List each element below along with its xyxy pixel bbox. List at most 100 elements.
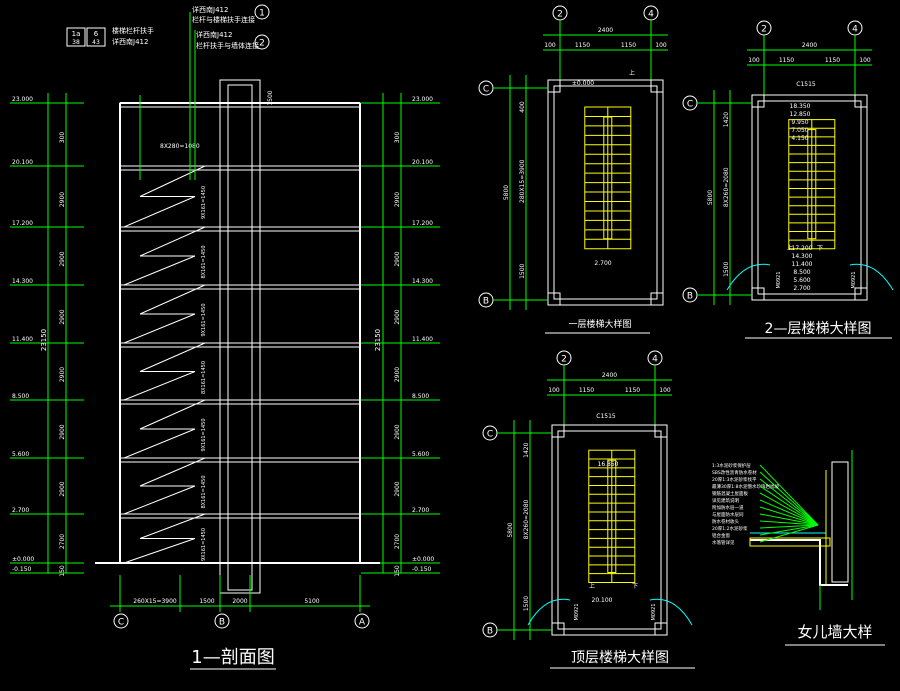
plan2-outer-wall: [751, 94, 868, 301]
plan1-dim: 100: [544, 42, 556, 49]
flight-label: 8X161=1450: [201, 475, 207, 508]
bottom-dim: 2000: [232, 598, 247, 605]
dim-left: 2900: [59, 251, 66, 266]
floor-slab: [119, 399, 361, 405]
plan2-title: 2—层楼梯大样图: [765, 321, 872, 337]
parapet-note: 详见建筑说明: [712, 497, 739, 504]
dim-right: 2900: [394, 424, 401, 439]
stair-flight: [123, 226, 206, 286]
plan1-up: 上: [629, 69, 635, 77]
plan1-dim: 1150: [575, 42, 590, 49]
dim-right: 2900: [394, 481, 401, 496]
parapet-leader: [759, 492, 819, 526]
parapet-leader: [759, 520, 819, 526]
dim-left: 2700: [59, 534, 66, 549]
parapet-leader: [759, 524, 819, 536]
plan1-axis-b-label: B: [483, 297, 489, 307]
dim-left: 2900: [59, 367, 66, 382]
parapet-leader: [759, 513, 819, 526]
bottom-dim: 260X15=3900: [133, 598, 177, 605]
plan2-elev2: 14.300: [792, 253, 813, 260]
floor-slab-right: [259, 284, 361, 290]
parapet-note: 防水卷材收头: [712, 518, 739, 525]
dim-left: 2900: [59, 309, 66, 324]
plan1-column: [547, 292, 561, 306]
floor-slab-right: [259, 342, 361, 348]
plan3-side-dim: 1500: [523, 596, 530, 611]
elevation-right: 14.300: [412, 278, 433, 285]
elevation-right: ±0.000: [412, 556, 434, 563]
stair-label: 8X280=1080: [160, 143, 200, 150]
plan2-elev2: 17.200: [792, 245, 813, 252]
plan2-side-dim: 1420: [723, 112, 730, 127]
plan2-column: [854, 287, 868, 301]
elevation-left: ±0.000: [12, 556, 34, 563]
floor-slab-right: [259, 399, 361, 405]
elevation-left: 2.700: [12, 507, 29, 514]
floor-slab: [119, 457, 361, 463]
plan2-door-swing: [849, 263, 894, 291]
plan3-outer-wall: [551, 424, 668, 636]
plan2-door-swing: [726, 263, 771, 291]
plan1-axis-4-label: 4: [648, 10, 654, 20]
plan2-elev: 4.150: [791, 135, 808, 142]
elevation-right: 2.700: [412, 507, 429, 514]
plan1-outer-wall: [547, 79, 664, 306]
plan2-elev: 12.850: [790, 111, 811, 118]
parapet-leader: [759, 524, 819, 543]
plan3-door: M0921: [651, 603, 657, 620]
elevation-left: 11.400: [12, 336, 33, 343]
elevation-right: 23.000: [412, 96, 433, 103]
plan2-axis-b-label: B: [687, 292, 693, 302]
plan1-inner-wall: [553, 85, 658, 300]
dim-left: 2900: [59, 424, 66, 439]
plan3-column: [654, 424, 668, 438]
section-title: 1—剖面图: [191, 647, 274, 668]
parapet-wall: [831, 461, 849, 583]
plan2-window: C1515: [796, 81, 816, 88]
ref-code: 1a: [72, 30, 81, 38]
note: 栏杆扶手与墙体连接: [196, 41, 259, 50]
parapet-leader: [759, 524, 819, 529]
ref-code: 43: [92, 39, 100, 46]
dim-right: 150: [394, 565, 401, 577]
floor-slab-right: [259, 102, 361, 108]
plan1-column: [650, 79, 664, 93]
plan1-axis-2-label: 2: [557, 10, 563, 20]
plan1-elev: ±0.000: [572, 80, 594, 87]
parapet-leader: [759, 478, 819, 526]
plan2-total: 5800: [707, 190, 714, 205]
dim-right: 2900: [394, 192, 401, 207]
plan3-column: [551, 424, 565, 438]
dim-right: 2900: [394, 309, 401, 324]
plan2-column: [854, 94, 868, 108]
plan2-down: 下: [817, 245, 823, 252]
plan1-title: 一层楼梯大样图: [568, 318, 631, 330]
parapet-leader: [759, 506, 819, 526]
plan2-axis-2-label: 2: [761, 25, 767, 35]
plan3-elev: 16.850: [598, 461, 619, 468]
parapet-leader: [759, 471, 819, 526]
floor-slab-right: [259, 513, 361, 519]
flight-label: 8X161=1450: [201, 245, 207, 278]
plan2-dim: 1150: [779, 57, 794, 64]
plan3-axis-b-label: B: [487, 627, 493, 637]
floor-slab: [119, 284, 361, 290]
parapet-note: 水落管详见: [712, 539, 735, 546]
elevation-left: 23.000: [12, 96, 33, 103]
total-dim-left: 23150: [40, 329, 48, 351]
axis-c-label: C: [118, 618, 124, 628]
plan2-column: [751, 94, 765, 108]
plan2-dim: 1150: [825, 57, 840, 64]
plan2-door: M0921: [776, 271, 782, 288]
plan3-title: 顶层楼梯大样图: [571, 650, 669, 666]
plan1-total: 5800: [503, 185, 510, 200]
axis-b-circle: [214, 613, 230, 629]
dim-right: 2900: [394, 367, 401, 382]
plan1-side-dim: 400: [519, 101, 526, 113]
parapet-note: SBS改性沥青防水卷材: [712, 469, 757, 476]
stair-flight: [123, 399, 206, 459]
dim-left: 2900: [59, 481, 66, 496]
